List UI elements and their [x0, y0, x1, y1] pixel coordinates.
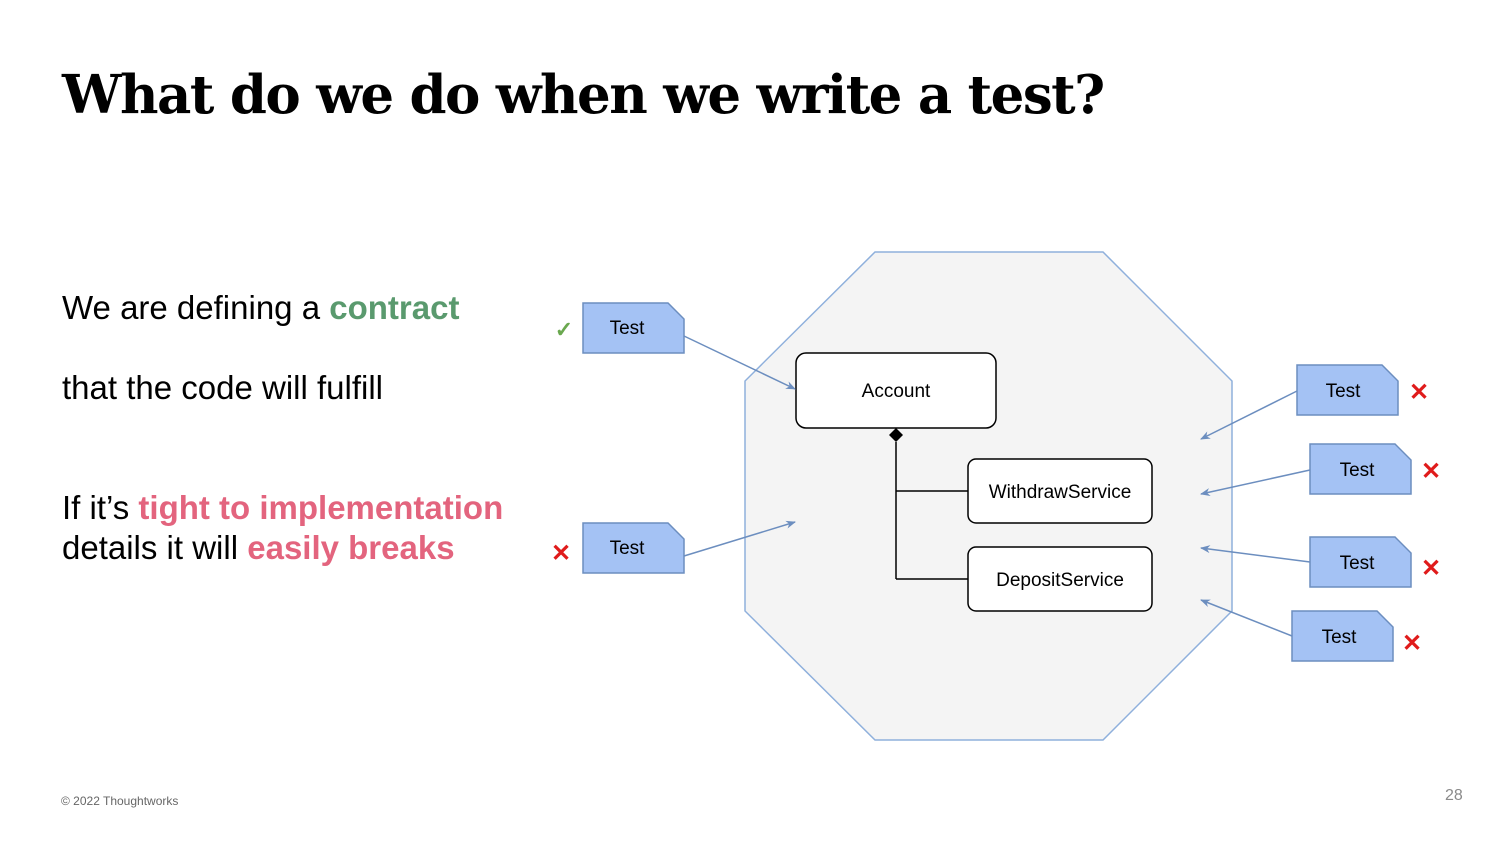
account-box: Account: [795, 352, 997, 429]
implementation-highlight: tight to implementation: [138, 489, 504, 526]
contract-highlight: contract: [329, 289, 460, 326]
test-note-right-2: Test: [1309, 443, 1412, 495]
copyright-footer: © 2022 Thoughtworks: [61, 794, 179, 808]
deposit-service-box: DepositService: [967, 546, 1153, 612]
page-number: 28: [1445, 787, 1463, 804]
contract-line: We are defining a contract: [62, 288, 459, 328]
cross-icon: ✕: [1402, 630, 1422, 657]
arrow-right-3: [1200, 545, 1311, 563]
test-note-top-left: Test: [582, 302, 685, 354]
test-note-right-1: Test: [1296, 364, 1399, 416]
test-note-right-3: Test: [1309, 536, 1412, 588]
cross-icon: ✕: [1421, 555, 1441, 582]
breaks-prefix: details it will: [62, 529, 248, 566]
arrow-left-top: [683, 335, 796, 390]
implementation-prefix: If it’s: [62, 489, 139, 526]
cross-icon: ✕: [1409, 379, 1429, 406]
cross-icon: ✕: [1421, 458, 1441, 485]
arrow-right-1: [1200, 390, 1298, 440]
arrow-right-2: [1200, 469, 1311, 496]
breaks-line: details it will easily breaks: [62, 528, 455, 568]
account-label: Account: [862, 381, 931, 402]
contract-prefix: We are defining a: [62, 289, 330, 326]
test-label: Test: [610, 538, 646, 559]
implementation-line: If it’s tight to implementation: [62, 488, 503, 528]
test-label: Test: [1340, 553, 1376, 574]
test-label: Test: [1322, 627, 1358, 648]
composition-diamond: [889, 428, 903, 442]
arrow-right-4: [1200, 599, 1293, 637]
test-label: Test: [1326, 381, 1362, 402]
test-label: Test: [1340, 460, 1376, 481]
withdraw-service-box: WithdrawService: [967, 458, 1153, 524]
breaks-highlight: easily breaks: [247, 529, 455, 566]
withdraw-service-label: WithdrawService: [989, 482, 1132, 503]
arrow-left-bottom: [683, 520, 796, 557]
test-note-right-4: Test: [1291, 610, 1394, 662]
test-label: Test: [610, 318, 646, 339]
test-note-bottom-left: Test: [582, 522, 685, 574]
cross-icon: ✕: [551, 540, 571, 567]
check-icon: ✓: [555, 317, 573, 342]
composition-connector: [895, 442, 968, 580]
slide-title: What do we do when we write a test?: [62, 64, 1105, 126]
deposit-service-label: DepositService: [996, 570, 1124, 591]
test-arrows: [683, 335, 1311, 637]
fulfill-line: that the code will fulfill: [62, 369, 383, 406]
